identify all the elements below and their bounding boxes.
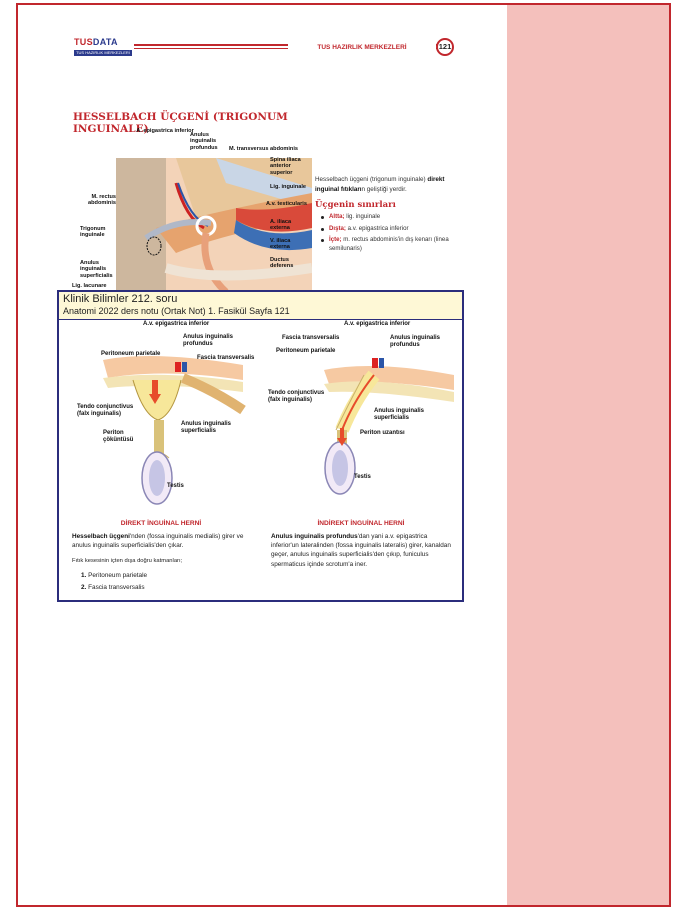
indirekt-description: Anulus inguinalis profundus'dan yani a.v… [271,533,451,568]
label-rectus: M. rectus abdominis [88,194,116,207]
direkt-layers-intro: Fıtık kesesinin içten dışa doğru katmanl… [72,558,183,564]
direct-hernia-diagram: A.v. epigastrica inferior Anulus inguina… [63,320,258,515]
label-trigonum: Trigonum inguinale [80,226,106,239]
label-epigastrica-top: A. epigastrica inferior [136,128,194,134]
label-anulus-profundus: Anulus inguinalis profundus [190,132,218,151]
right-side-panel [507,5,669,905]
rd-label-epigastrica: A.v. epigastrica inferior [344,321,411,327]
desc-bold: direkt inguinal fıtıkları [315,176,445,193]
ld-label-anulus-sup: Anulus inguinalis superficialis [181,421,232,434]
rd-label-testis: Testis [354,474,371,480]
ld-label-testis: Testis [167,483,184,489]
list-item: İçte; m. rectus abdominis'in dış kenarı … [315,236,455,253]
overlay-subtitle: Anatomi 2022 ders notu (Ortak Not) 1. Fa… [63,306,290,316]
section-title: HESSELBACH ÜÇGENİ (TRIGONUM INGUINALE) [73,111,288,135]
label-av-testicularis: A.v. testicularis [266,201,307,207]
label-spina: Spina iliaca anterior superior [270,157,301,176]
overlay-header: Klinik Bilimler 212. soru Anatomi 2022 d… [59,292,462,320]
hesselbach-description: Hesselbach üçgeni (trigonum inguinale) d… [315,175,452,194]
direkt-layer-1: 1. Peritoneum parietale [81,572,148,579]
label-lig-inguinale: Lig. inguinale [270,184,307,190]
label-anulus-superficialis: Anulus inguinalis superficialis [80,260,113,279]
header-rule [134,44,438,46]
desc-post: n geliştiği yerdir. [361,185,407,193]
overlay-title: Klinik Bilimler 212. soru [63,293,178,305]
hesselbach-illustration-svg [116,158,312,292]
header-label: TUS HAZIRLIK MERKEZLERİ [288,41,436,54]
indirekt-title: İNDİREKT İNGUİNAL HERNİ [317,520,405,527]
rd-label-fascia: Fascia transversalis [282,335,340,341]
logo-text-a: TUS [74,37,93,47]
rd-label-anulus-prof: Anulus inguinalis profundus [390,335,441,348]
indirect-hernia-diagram: A.v. epigastrica inferior Fascia transve… [264,320,462,515]
label-lig-lacunare: Lig. lacunare [72,283,107,289]
direct-hernia-svg [103,356,246,505]
ld-label-epigastrica: A.v. epigastrica inferior [143,321,210,327]
direkt-title: DİREKT İNGUİNAL HERNİ [120,520,202,527]
ld-label-tendo: Tendo conjunctivus (falx inguinalis) [77,404,134,417]
page-frame [16,3,671,907]
borders-list: Altta; lig. inguinale Dışta; a.v. epigas… [315,213,455,256]
label-ductus: Ductus deferens [270,257,294,270]
rd-label-periton-uzantisi: Periton uzantısı [360,430,405,436]
logo-subtitle: TUS HAZIRLIK MERKEZLERİ [74,50,132,56]
label-a-iliaca: A. iliaca externa [270,219,292,232]
direkt-layer-2: 2. Fascia transversalis [81,584,145,591]
ld-label-periton: Periton çöküntüsü [103,430,134,443]
desc-pre: Hesselbach üçgeni (trigonum inguinale) [315,176,428,183]
logo-text-b: DATA [92,37,118,47]
label-transversus: M. transversus abdominis [229,146,299,152]
rd-label-tendo: Tendo conjunctivus (falx inguinalis) [268,390,325,403]
list-item: Dışta; a.v. epigastrica inferior [315,225,455,234]
header-rule-thin [134,48,438,49]
direkt-description: Hesselbach üçgeni'nden (fossa inguinalis… [72,533,244,550]
borders-title: Üçgenin sınırları [315,200,396,210]
rd-label-anulus-sup: Anulus inguinalis superficialis [374,408,425,421]
ld-label-anulus-prof: Anulus inguinalis profundus [183,334,234,347]
rd-label-peritoneum: Peritoneum parietale [276,348,336,354]
tusdata-logo: TUSDATA TUS HAZIRLIK MERKEZLERİ [74,37,132,57]
indirect-hernia-svg [324,358,454,495]
question-overlay-box: Klinik Bilimler 212. soru Anatomi 2022 d… [57,290,464,602]
ld-label-peritoneum: Peritoneum parietale [101,351,161,357]
list-item: Altta; lig. inguinale [315,213,455,222]
page-number: 121 [436,38,454,56]
ld-label-fascia: Fascia transversalis [197,355,255,361]
label-v-iliaca: V. iliaca externa [270,238,291,251]
hesselbach-illustration: A. epigastrica inferior [116,158,312,292]
